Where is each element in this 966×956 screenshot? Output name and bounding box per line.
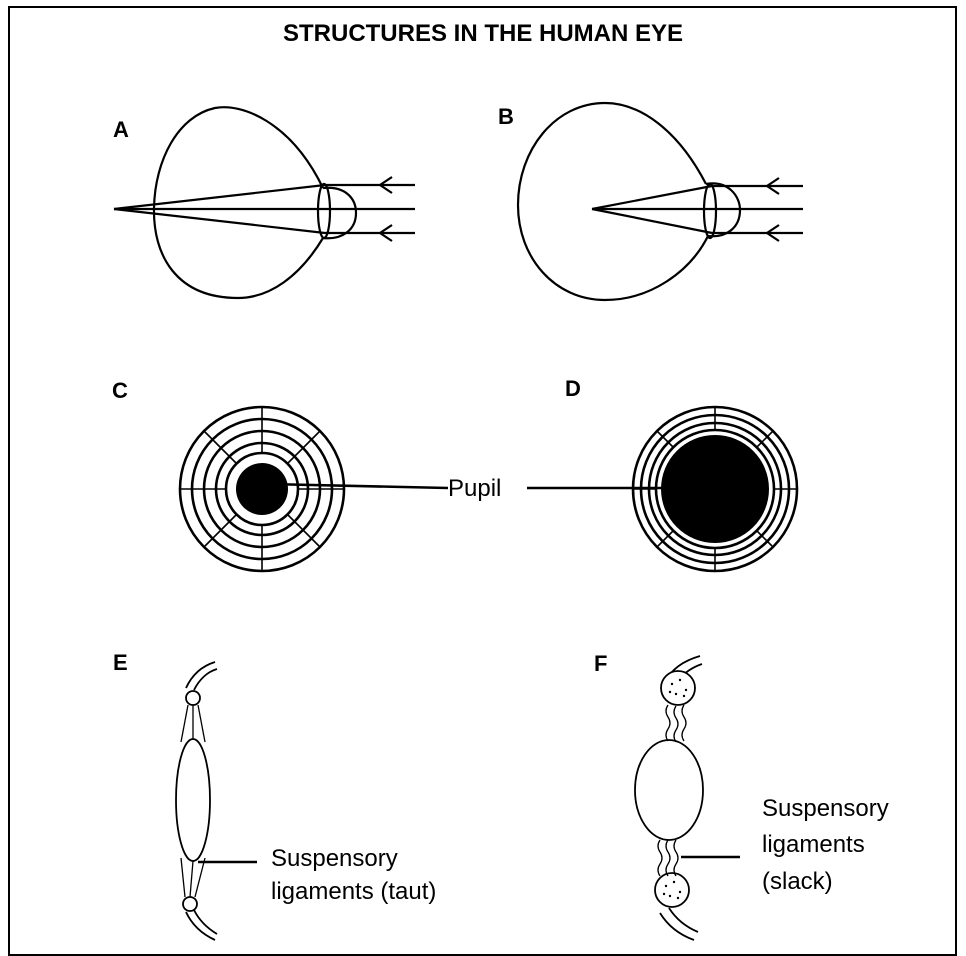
lens-b: [704, 184, 716, 238]
ciliary-arc-e-bottom-inner: [194, 910, 217, 934]
slack-ligaments-label-line2: ligaments: [762, 829, 865, 860]
converge-a-top: [114, 185, 325, 209]
slack-ligaments-label-line1: Suspensory: [762, 793, 889, 824]
converge-b-top: [592, 186, 712, 209]
pupil-d: [661, 435, 769, 543]
pupil-label: Pupil: [448, 473, 501, 504]
eye-a-diagram: [114, 107, 415, 298]
ciliary-arc-e-bottom: [186, 912, 215, 940]
ciliary-muscle-e-top: [186, 691, 200, 705]
eyeball-b: [518, 103, 708, 300]
lens-f: [635, 740, 703, 840]
ciliary-muscle-f-bottom: [655, 873, 689, 907]
converge-b-bottom: [592, 209, 712, 233]
ciliary-muscle-f-top: [661, 671, 695, 705]
lens-e-diagram: [176, 662, 217, 940]
taut-ligaments-label-line1: Suspensory: [271, 843, 398, 874]
converge-a-bottom: [114, 209, 325, 233]
ciliary-muscle-e-bottom: [183, 897, 197, 911]
slack-ligaments-label-line3: (slack): [762, 866, 833, 897]
lens-f-diagram: [635, 656, 703, 940]
eye-b-diagram: [518, 103, 803, 300]
iris-c-diagram: [180, 407, 344, 571]
taut-ligaments-label-line2: ligaments (taut): [271, 876, 436, 907]
lens-a: [318, 184, 330, 238]
pupil-leader-left: [268, 484, 448, 488]
pupil-c: [236, 463, 288, 515]
lens-e: [176, 739, 210, 861]
ciliary-arc-e-top: [186, 662, 215, 688]
